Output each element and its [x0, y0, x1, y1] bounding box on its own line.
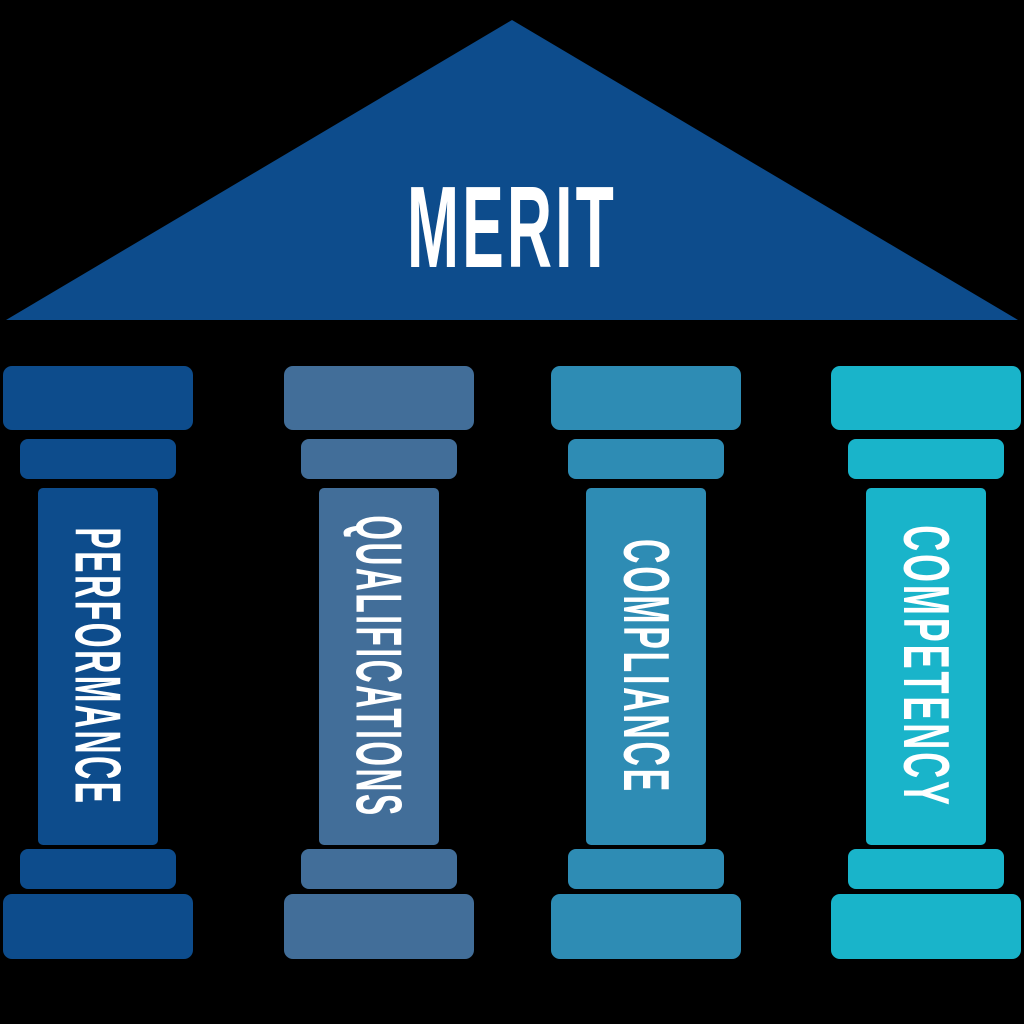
pillar-performance: PERFORMANCE — [3, 366, 193, 959]
pillar-capital — [831, 366, 1021, 430]
pillar-shaft: COMPLIANCE — [586, 488, 706, 845]
pillar-shaft: PERFORMANCE — [38, 488, 158, 845]
pillar-base-neck — [301, 849, 457, 889]
pillar-capital — [284, 366, 474, 430]
pillar-base — [831, 894, 1021, 959]
pillar-base — [284, 894, 474, 959]
pillar-capital — [551, 366, 741, 430]
pillar-compliance: COMPLIANCE — [551, 366, 741, 959]
pillar-label-performance: PERFORMANCE — [61, 527, 135, 806]
pillar-capital-neck — [568, 439, 724, 479]
pillar-capital-neck — [848, 439, 1004, 479]
pillar-shaft: COMPETENCY — [866, 488, 986, 845]
pillar-base-neck — [20, 849, 176, 889]
pillar-capital-neck — [301, 439, 457, 479]
pillar-base — [551, 894, 741, 959]
pillar-base — [3, 894, 193, 959]
pillar-qualifications: QUALIFICATIONS — [284, 366, 474, 959]
pillar-label-competency: COMPETENCY — [889, 525, 963, 808]
pediment-label: MERIT — [407, 162, 617, 292]
pillar-capital-neck — [20, 439, 176, 479]
pillar-label-compliance: COMPLIANCE — [609, 539, 683, 794]
pillar-shaft: QUALIFICATIONS — [319, 488, 439, 845]
pediment-label-row: MERIT — [0, 169, 1024, 285]
pillar-label-qualifications: QUALIFICATIONS — [342, 515, 416, 818]
pillar-competency: COMPETENCY — [831, 366, 1021, 959]
pillar-capital — [3, 366, 193, 430]
pillar-base-neck — [568, 849, 724, 889]
pillar-base-neck — [848, 849, 1004, 889]
